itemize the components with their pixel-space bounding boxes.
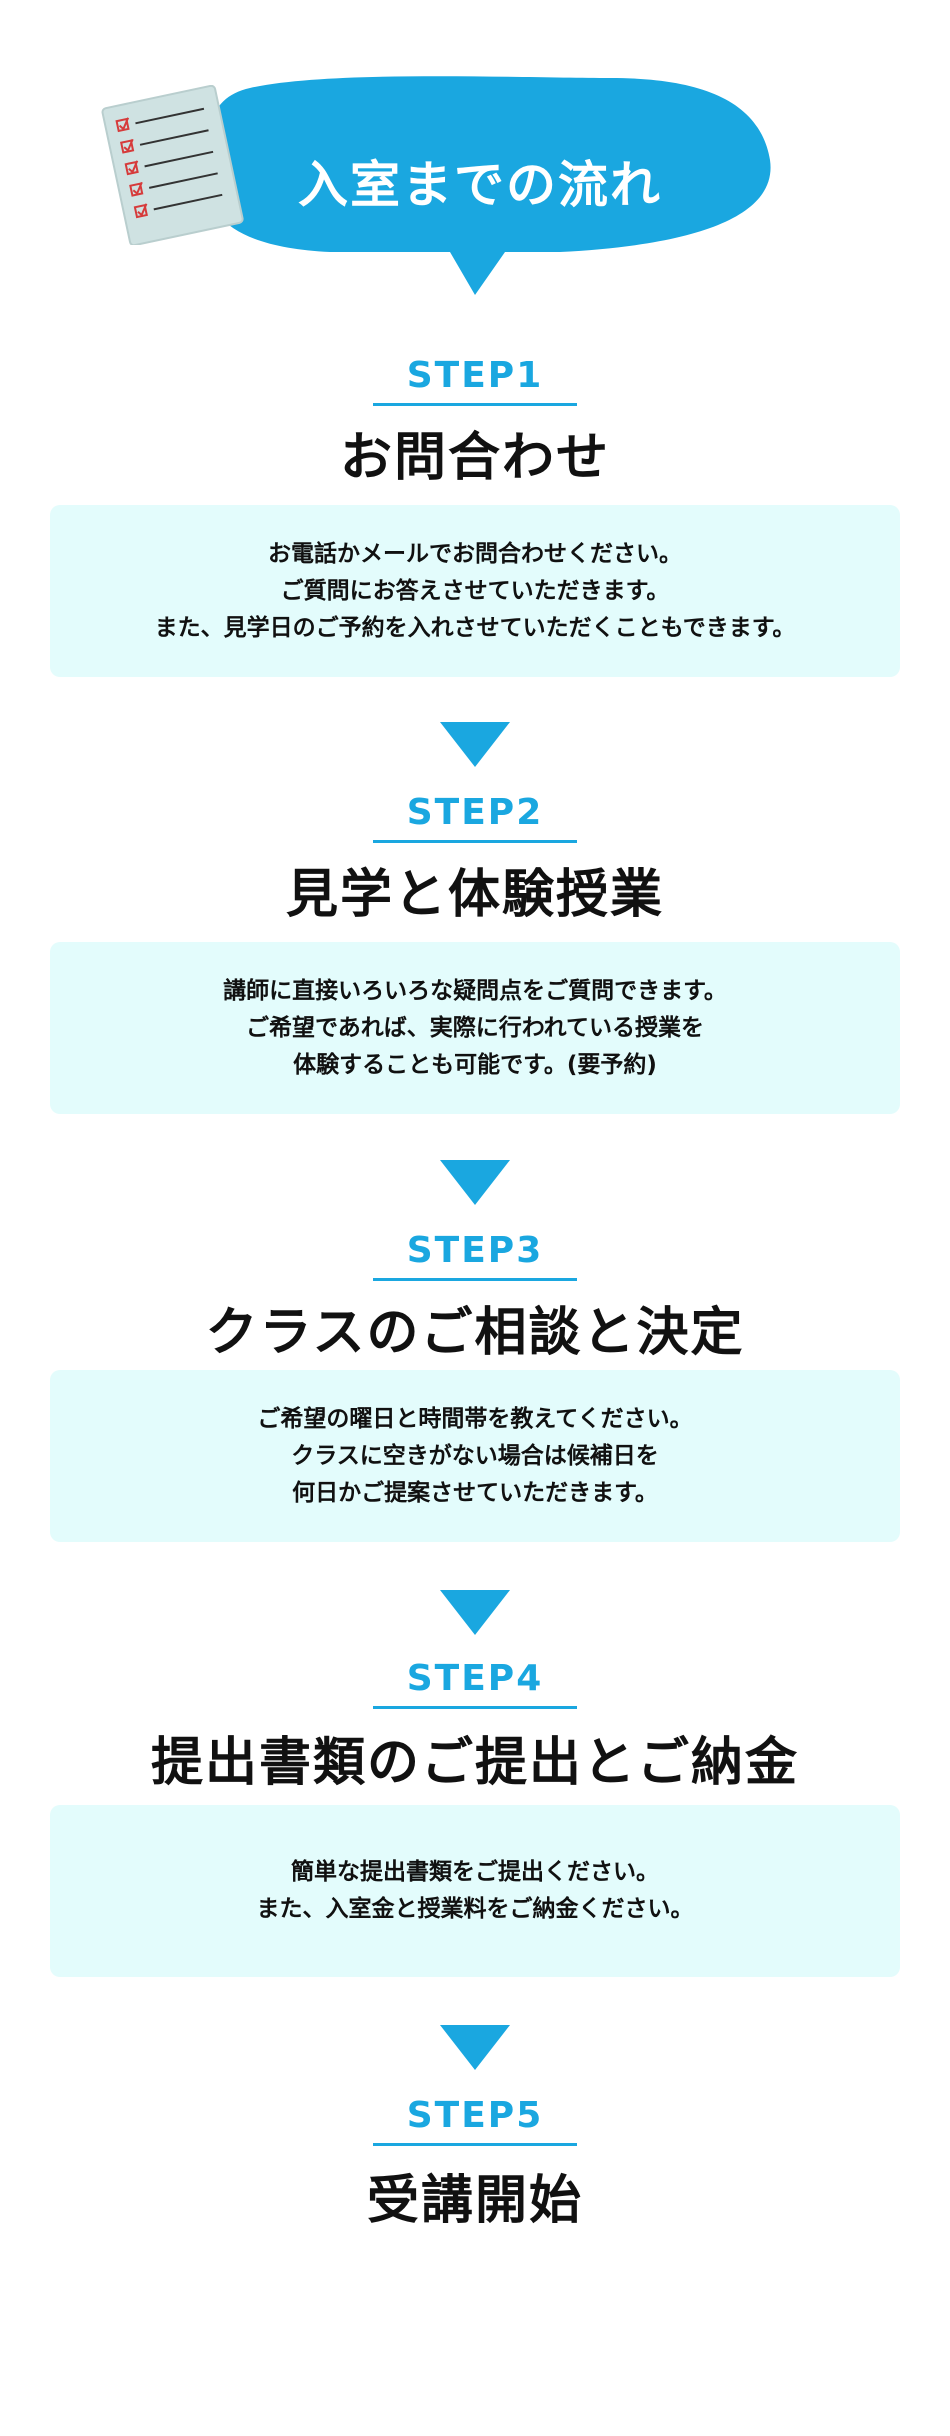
step5-rule (373, 2143, 577, 2146)
step2-label: STEP2 (406, 792, 544, 833)
step1-title: お問合わせ (339, 428, 610, 488)
step3-down-arrow-icon (440, 1590, 510, 1635)
step3-card: ご希望の曜日と時間帯を教えてください。 クラスに空きがない場合は候補日を 何日か… (50, 1370, 900, 1542)
header: 入室までの流れ (0, 0, 950, 310)
step5-title: 受講開始 (366, 2171, 583, 2231)
step3-description: ご希望の曜日と時間帯を教えてください。 クラスに空きがない場合は候補日を 何日か… (257, 1405, 693, 1506)
step2-card: 講師に直接いろいろな疑問点をご質問できます。 ご希望であれば、実際に行われている… (50, 942, 900, 1114)
step2-rule (373, 840, 577, 843)
step2-description: 講師に直接いろいろな疑問点をご質問できます。 ご希望であれば、実際に行われている… (223, 977, 727, 1078)
step2-title: 見学と体験授業 (285, 865, 664, 925)
step4-rule (373, 1706, 577, 1709)
step4-card: 簡単な提出書類をご提出ください。 また、入室金と授業料をご納金ください。 (50, 1805, 900, 1977)
step4-down-arrow-icon (440, 2025, 510, 2070)
step1-rule (373, 403, 577, 406)
step3-label: STEP3 (406, 1230, 544, 1271)
step1-description: お電話かメールでお問合わせください。 ご質問にお答えさせていただきます。 また、… (154, 540, 796, 641)
speech-bubble (205, 76, 771, 296)
step5-label: STEP5 (406, 2095, 544, 2136)
page-title: 入室までの流れ (298, 156, 662, 214)
step4-description: 簡単な提出書類をご提出ください。 また、入室金と授業料をご納金ください。 (256, 1859, 694, 1922)
step4-label: STEP4 (406, 1658, 544, 1699)
step1-label: STEP1 (406, 355, 544, 396)
step1-down-arrow-icon (440, 722, 510, 767)
step4-title: 提出書類のご提出とご納金 (150, 1733, 799, 1793)
step1-card: お電話かメールでお問合わせください。 ご質問にお答えさせていただきます。 また、… (50, 505, 900, 677)
checklist-icon (101, 85, 244, 245)
step3-title: クラスのご相談と決定 (205, 1303, 745, 1363)
step2-down-arrow-icon (440, 1160, 510, 1205)
step3-rule (373, 1278, 577, 1281)
